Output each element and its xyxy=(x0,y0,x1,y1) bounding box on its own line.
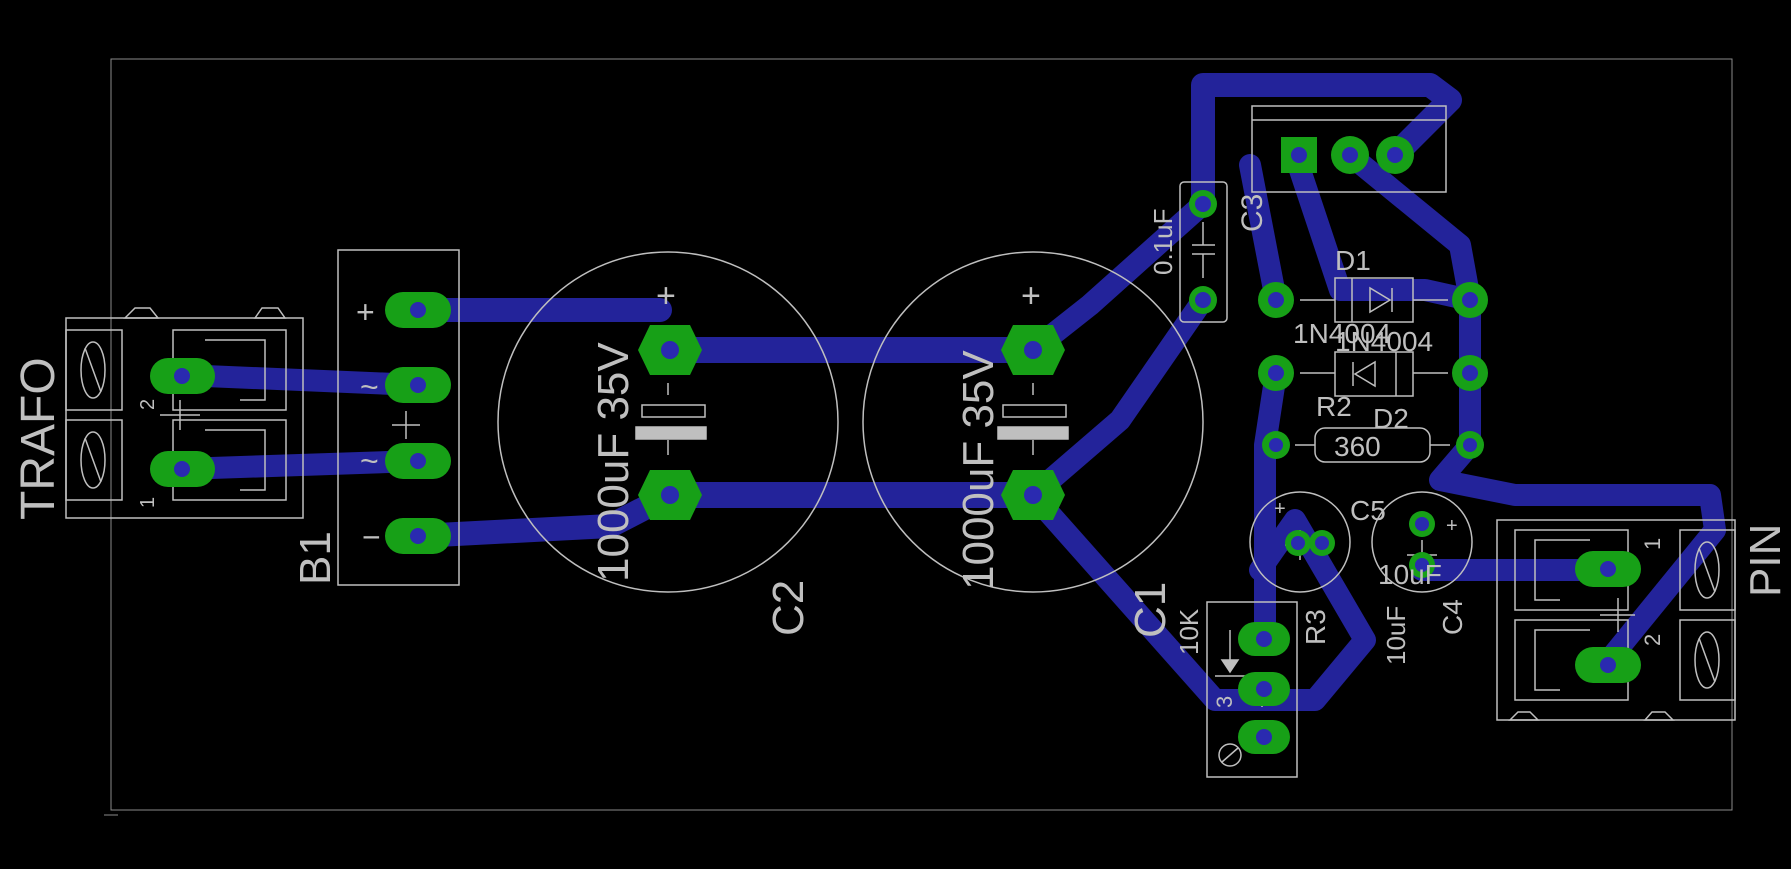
component-regulator xyxy=(1251,105,1447,193)
b1-minus-symbol: − xyxy=(362,519,381,555)
b1-plus-symbol: + xyxy=(356,294,375,330)
c1-plus-symbol: + xyxy=(1021,277,1041,315)
trafo-label: TRAFO xyxy=(12,357,65,520)
c2-label: C2 xyxy=(764,580,813,636)
c5-plus-symbol: + xyxy=(1274,498,1286,520)
r3-label: R3 xyxy=(1300,609,1331,645)
pin-pad-1 xyxy=(1600,561,1616,577)
traces-layer xyxy=(171,73,1726,711)
c3-label: C3 xyxy=(1236,194,1269,232)
component-r2: R2 360 xyxy=(1262,391,1484,463)
component-c4: + 10uF 10uF C4 xyxy=(1371,491,1473,665)
trace-reg-in xyxy=(1239,154,1287,311)
component-pin: 1 2 PIN xyxy=(1496,519,1790,721)
trace-reg-to-d1 xyxy=(1284,144,1481,311)
trace-c1-minus-r3 xyxy=(1022,484,1376,711)
component-c2: + 1000uF 35V C2 xyxy=(497,251,839,636)
c2-plus-symbol: + xyxy=(656,277,676,315)
pin-label: PIN xyxy=(1741,524,1790,597)
component-b1: + ~ ~ − B1 xyxy=(291,249,460,586)
b1-label: B1 xyxy=(291,531,340,585)
c1-label: C1 xyxy=(1126,582,1175,638)
pin-pin1-label: 1 xyxy=(1640,538,1665,550)
d1-label: D1 xyxy=(1335,245,1371,276)
trace-c1-minus-c3 xyxy=(1022,289,1214,506)
r3-value: 10K xyxy=(1174,608,1204,655)
r2-label: R2 xyxy=(1316,391,1352,422)
pin-pin2-label: 2 xyxy=(1640,634,1665,646)
c2-value: 1000uF 35V xyxy=(589,342,638,582)
component-c5: + C5 xyxy=(1249,491,1386,593)
d1-value: 1N4004 xyxy=(1293,318,1391,349)
c3-value: 0.1uF xyxy=(1148,209,1178,276)
c4-label: C4 xyxy=(1437,599,1468,635)
c5-label: C5 xyxy=(1350,495,1386,526)
d2-label: D2 xyxy=(1373,403,1409,434)
c5-value: 10uF xyxy=(1378,559,1442,590)
component-d1: D1 1N4004 xyxy=(1258,245,1488,349)
r3-pin3-label: 3 xyxy=(1212,696,1237,708)
c4-value: 10uF xyxy=(1381,606,1411,665)
trafo-pad-1 xyxy=(174,461,190,477)
component-c3: 0.1uF C3 xyxy=(1148,181,1269,323)
r2-value: 360 xyxy=(1334,431,1381,462)
component-d2: 1N4004 D2 xyxy=(1258,326,1488,434)
b1-ac1-symbol: ~ xyxy=(360,369,379,405)
trace-trafo-pin1-b1-ac xyxy=(171,450,429,480)
trafo-pad-2 xyxy=(174,368,190,384)
component-c1: + 1000uF 35V C1 xyxy=(862,251,1204,638)
component-trafo: TRAFO 2 1 xyxy=(12,307,304,520)
trace-regulator-loop xyxy=(1191,73,1462,216)
trafo-pin1-label: 1 xyxy=(137,497,159,508)
b1-ac2-symbol: ~ xyxy=(360,443,379,479)
trace-reg-out xyxy=(1339,144,1726,676)
component-r3: 10K R3 3 xyxy=(1174,601,1331,778)
pin-pad-2 xyxy=(1600,657,1616,673)
c4-plus-symbol: + xyxy=(1446,515,1458,537)
trace-trafo-pin2-b1-ac xyxy=(171,364,429,396)
trafo-pin2-label: 2 xyxy=(137,399,159,410)
d2-value: 1N4004 xyxy=(1335,326,1433,357)
board-outline xyxy=(110,58,1733,811)
c1-value: 1000uF 35V xyxy=(954,350,1003,590)
